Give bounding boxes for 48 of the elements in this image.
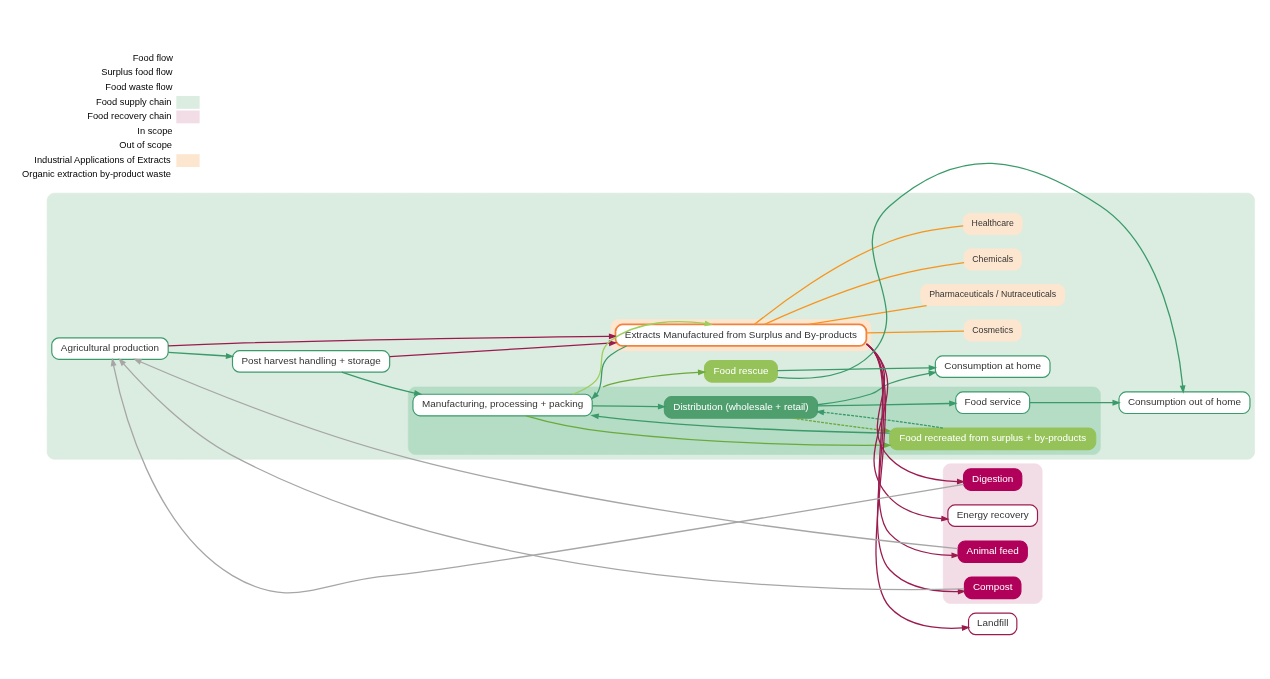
arrow [389, 339, 618, 357]
arrow [591, 344, 628, 400]
node-box: Food service [955, 390, 1031, 414]
node-box: Distribution (wholesale + retail) [663, 395, 819, 419]
legend-label: Organic extraction by-product waste [22, 168, 171, 179]
node-box: Animal feed [957, 539, 1028, 563]
legend-label: In scope [137, 125, 173, 136]
node-box: Pharmaceuticals / Nutraceuticals [920, 283, 1066, 306]
legend-label: Food flow [132, 52, 173, 63]
node-box: Cosmetics [963, 319, 1022, 342]
node-box: Post harvest handling + storage [231, 349, 391, 373]
node-box: Energy recovery [947, 503, 1039, 527]
arrow [591, 403, 667, 409]
node-box: Chemicals [963, 247, 1022, 271]
legend-label: Food recovery chain [87, 110, 172, 121]
connector [763, 261, 965, 325]
arrow [167, 351, 235, 359]
legend-label: Surplus food flow [101, 66, 173, 77]
connector [865, 329, 965, 333]
node-box: Consumption out of home [1118, 390, 1251, 414]
cluster [46, 192, 1255, 459]
arrow [815, 408, 944, 429]
arrow [572, 320, 714, 395]
node-box: Consumption at home [934, 354, 1051, 378]
connector [754, 224, 964, 325]
legend-label: Industrial Applications of Extracts [34, 154, 171, 165]
node-box: Compost [963, 575, 1022, 599]
arrow [1029, 399, 1121, 406]
arrow [341, 371, 423, 396]
arrow [816, 400, 958, 407]
node-box: Landfill [967, 612, 1018, 635]
arrow [776, 364, 938, 371]
node-box: Food rescue [703, 359, 778, 383]
connector [808, 304, 928, 325]
arrow [816, 370, 938, 405]
node-box: Food recreated from surplus + by-products [889, 426, 1097, 450]
node-box: Healthcare [962, 212, 1023, 235]
arrow [776, 162, 1186, 394]
arrow [865, 342, 971, 631]
node-box: Agricultural production [51, 336, 169, 360]
legend-label: Out of scope [119, 139, 173, 150]
arrow [602, 368, 707, 388]
node-box: Extracts Manufactured from Surplus and By-products [614, 323, 868, 347]
legend-label: Food supply chain [96, 96, 172, 107]
node-box: Digestion [963, 467, 1023, 491]
arrow [167, 332, 618, 346]
node-box: Manufacturing, processing + packing [412, 393, 593, 416]
legend-label: Food waste flow [105, 81, 173, 92]
